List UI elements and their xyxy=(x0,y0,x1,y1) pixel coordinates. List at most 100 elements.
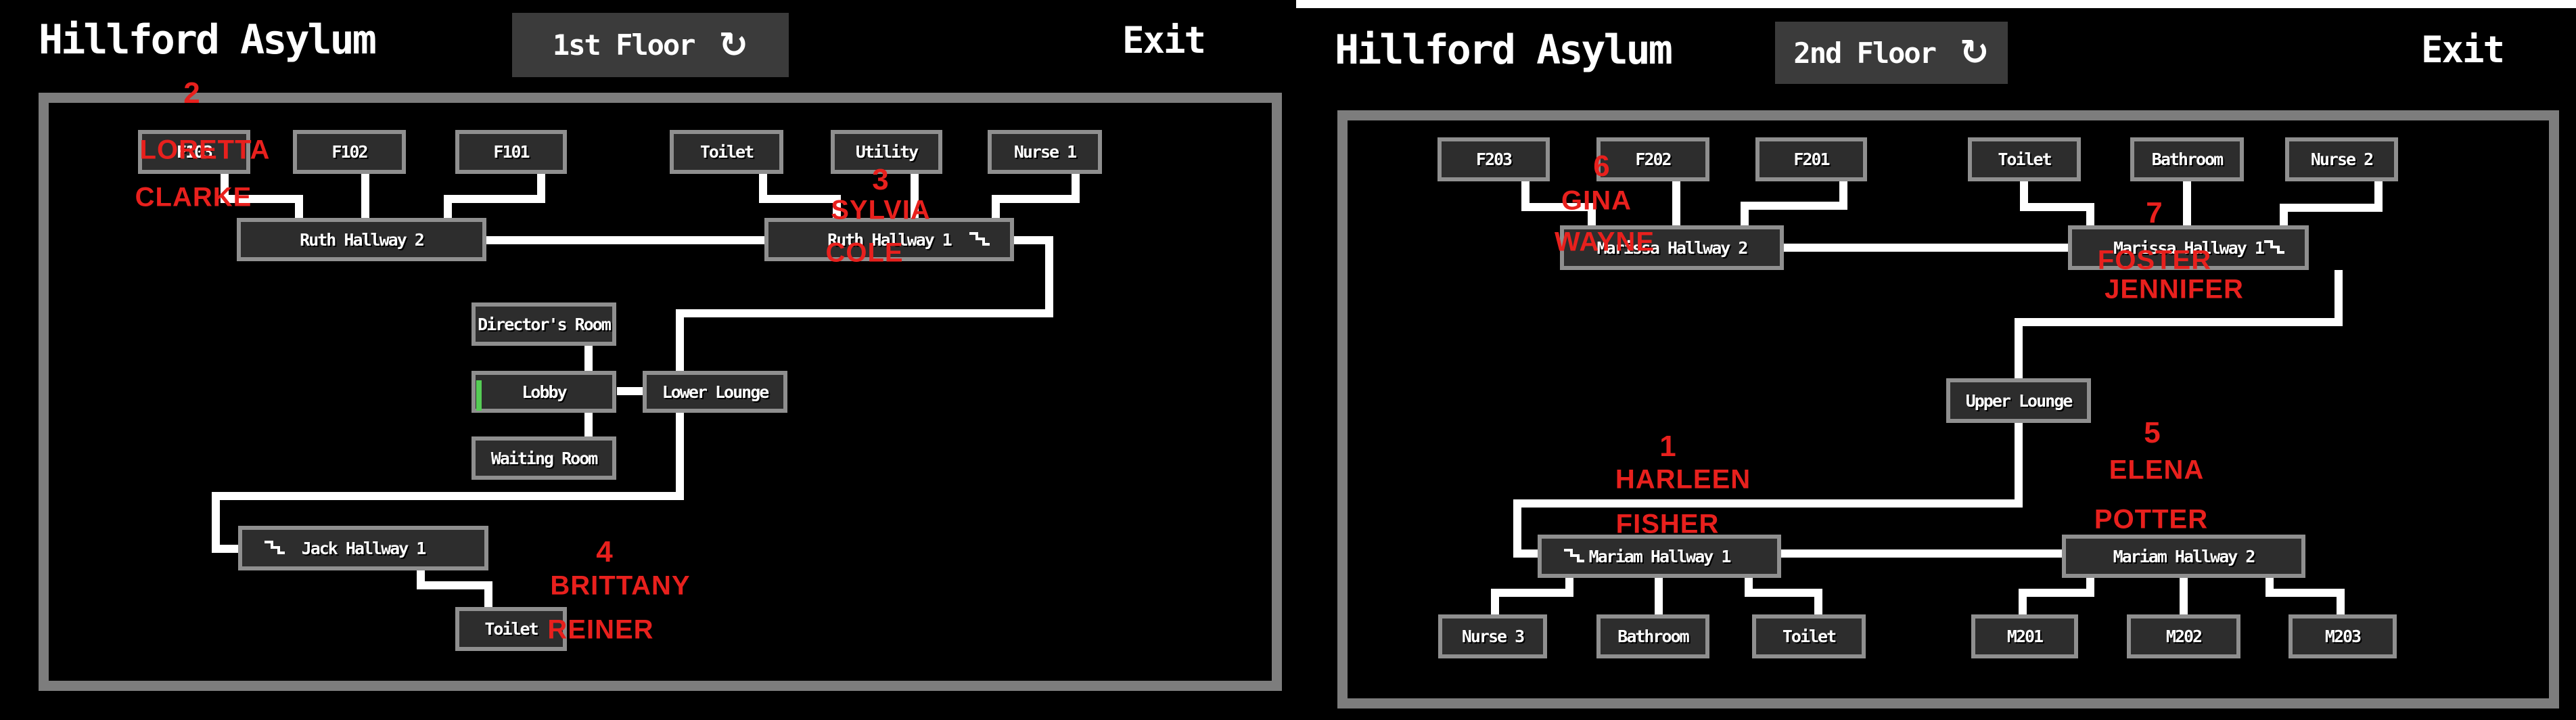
map-connector-line xyxy=(2020,203,2094,211)
map-connector-line xyxy=(2337,589,2345,614)
room-label: Bathroom xyxy=(1617,627,1689,646)
map-hallway-mariam-hallway-1[interactable]: Mariam Hallway 1 xyxy=(1538,535,1781,578)
red-marker-number: 1 xyxy=(1659,430,1677,463)
map-room-toilet[interactable]: Toilet xyxy=(1968,137,2081,181)
map-connector-line xyxy=(417,581,492,589)
room-label: F103 xyxy=(176,142,213,162)
map-hallway-mariam-hallway-2[interactable]: Mariam Hallway 2 xyxy=(2062,535,2305,578)
map-room-m203[interactable]: M203 xyxy=(2288,614,2397,658)
map-connector-line xyxy=(212,545,244,553)
map-connector-line xyxy=(295,195,303,218)
room-label: F202 xyxy=(1635,150,1672,169)
map-hallway-marissa-hallway-2[interactable]: Marissa Hallway 2 xyxy=(1560,225,1784,270)
room-label: Mariam Hallway 2 xyxy=(2113,546,2256,566)
map-room-toilet[interactable]: Toilet xyxy=(455,607,567,651)
map-connector-line xyxy=(1014,236,1053,244)
map-connector-line xyxy=(992,195,1000,218)
map-connector-line xyxy=(2015,318,2023,378)
map-room-f203[interactable]: F203 xyxy=(1438,137,1550,181)
room-label: Mariam Hallway 1 xyxy=(1588,546,1732,566)
map-connector-line xyxy=(992,195,1080,203)
red-marker-name: CLARKE xyxy=(135,182,252,212)
map-room-nurse-3[interactable]: Nurse 3 xyxy=(1438,614,1547,658)
map-room-f202[interactable]: F202 xyxy=(1596,137,1709,181)
map-connector-line xyxy=(2086,203,2094,225)
red-marker-name: REINER xyxy=(547,614,654,645)
app-title: Hillford Asylum xyxy=(39,16,377,64)
room-label: Toilet xyxy=(1782,627,1837,646)
map-connector-line xyxy=(2334,270,2343,326)
map-room-f101[interactable]: F101 xyxy=(455,130,567,174)
map-frame xyxy=(39,93,1282,691)
red-marker-name: GINA xyxy=(1561,185,1632,216)
map-room-f102[interactable]: F102 xyxy=(293,130,406,174)
red-marker-name: ELENA xyxy=(2109,455,2205,485)
map-hallway-marissa-hallway-1[interactable]: Marissa Hallway 1 xyxy=(2068,225,2309,270)
map-connector-line xyxy=(1521,203,1596,211)
floor-label: 1st Floor xyxy=(552,28,696,62)
stairs-icon xyxy=(2264,240,2284,254)
map-room-nurse-1[interactable]: Nurse 1 xyxy=(988,130,1102,174)
map-connector-line xyxy=(212,492,684,500)
red-marker-number: 2 xyxy=(183,76,201,110)
map-connector-line xyxy=(1745,589,1822,597)
map-room-toilet[interactable]: Toilet xyxy=(670,130,783,174)
room-label: Waiting Room xyxy=(490,448,599,468)
room-label: Director's Room xyxy=(478,314,612,334)
map-room-f103[interactable]: F103 xyxy=(138,130,250,174)
map-room-upper-lounge[interactable]: Upper Lounge xyxy=(1946,378,2091,423)
map-room-bathroom[interactable]: Bathroom xyxy=(2130,137,2244,181)
room-label: F101 xyxy=(493,142,530,162)
map-room-m202[interactable]: M202 xyxy=(2127,614,2240,658)
red-marker-name: HARLEEN xyxy=(1615,464,1751,495)
room-label: Utility xyxy=(855,142,919,162)
floor-selector-button[interactable]: 2nd Floor ↻ xyxy=(1775,22,2008,84)
map-room-lobby[interactable]: Lobby xyxy=(472,371,616,413)
map-connector-line xyxy=(676,309,684,371)
map-connector-line xyxy=(1814,589,1822,614)
room-label: Nurse 3 xyxy=(1461,627,1525,646)
map-connector-line xyxy=(676,309,1053,317)
map-connector-line xyxy=(1672,181,1680,225)
map-connector-line xyxy=(2019,589,2027,614)
exit-button[interactable]: Exit xyxy=(2420,28,2505,71)
map-connector-line xyxy=(1781,549,2062,558)
current-location-marker xyxy=(476,380,482,411)
red-marker-number: 3 xyxy=(872,163,890,196)
red-marker-name: POTTER xyxy=(2094,504,2209,535)
map-connector-line xyxy=(833,195,841,218)
room-label: Marissa Hallway 1 xyxy=(2113,238,2265,258)
room-label: Toilet xyxy=(699,142,754,162)
map-room-nurse-2[interactable]: Nurse 2 xyxy=(2285,137,2398,181)
map-room-m201[interactable]: M201 xyxy=(1971,614,2078,658)
map-connector-line xyxy=(1045,236,1053,317)
map-connector-line xyxy=(1741,202,1749,225)
map-room-director-s-room[interactable]: Director's Room xyxy=(472,302,616,346)
map-connector-line xyxy=(1513,499,2023,508)
map-room-waiting-room[interactable]: Waiting Room xyxy=(472,436,616,480)
red-marker-name: SYLVIA xyxy=(831,195,931,225)
room-label: Jack Hallway 1 xyxy=(301,538,427,558)
map-room-utility[interactable]: Utility xyxy=(831,130,942,174)
floor-selector-button[interactable]: 1st Floor ↻ xyxy=(512,13,789,77)
room-label: Toilet xyxy=(484,619,538,639)
room-label: F201 xyxy=(1793,150,1830,169)
map-hallway-jack-hallway-1[interactable]: Jack Hallway 1 xyxy=(238,526,488,570)
refresh-icon[interactable]: ↻ xyxy=(718,24,749,66)
map-connector-line xyxy=(617,387,644,395)
refresh-icon[interactable]: ↻ xyxy=(1960,32,1990,73)
map-hallway-ruth-hallway-2[interactable]: Ruth Hallway 2 xyxy=(237,218,486,261)
room-label: M202 xyxy=(2165,627,2203,646)
room-label: Ruth Hallway 2 xyxy=(300,229,425,250)
map-hallway-ruth-hallway-1[interactable]: Ruth Hallway 1 xyxy=(764,218,1014,261)
map-connector-line xyxy=(1491,589,1499,614)
map-room-lower-lounge[interactable]: Lower Lounge xyxy=(643,371,787,413)
room-label: Bathroom xyxy=(2151,150,2224,169)
exit-button[interactable]: Exit xyxy=(1122,19,1206,62)
map-room-bathroom[interactable]: Bathroom xyxy=(1596,614,1709,658)
map-room-f201[interactable]: F201 xyxy=(1755,137,1867,181)
map-room-toilet[interactable]: Toilet xyxy=(1752,614,1866,658)
red-marker-name: WAYNE xyxy=(1554,227,1655,257)
map-connector-line xyxy=(1513,549,1544,558)
map-connector-line xyxy=(584,346,593,371)
